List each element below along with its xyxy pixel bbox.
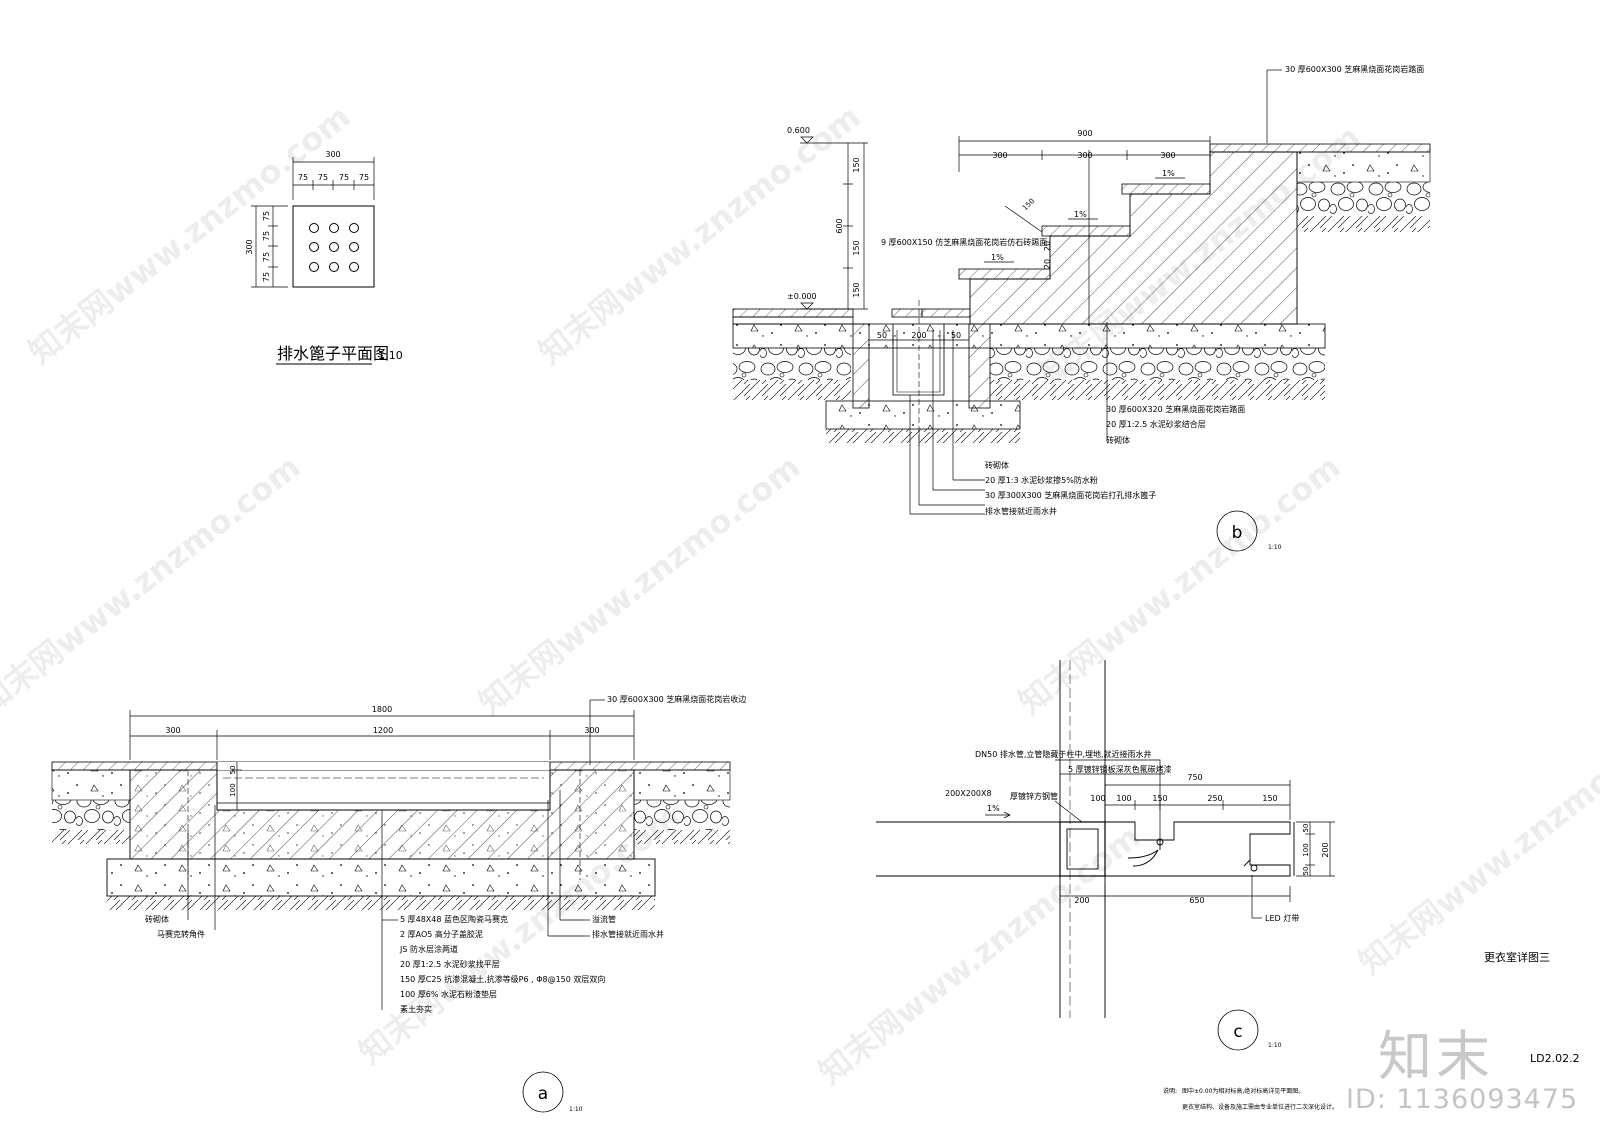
- dim-text: 50: [1302, 867, 1310, 876]
- material-label: DN50 排水管,立管隐藏于柱中,埋地,就近接雨水井: [975, 749, 1152, 759]
- dim-text: 50: [951, 331, 961, 340]
- dim-text: 300: [325, 150, 340, 159]
- material-label: 200X200X8: [945, 789, 992, 798]
- dim-text: 200: [911, 331, 926, 340]
- dim-text: 75: [339, 173, 349, 182]
- material-label: 30 厚600X300 芝麻黑烧面花岗岩收边: [607, 694, 746, 704]
- dim-text: 900: [1077, 129, 1092, 138]
- dim-text: 75: [359, 173, 369, 182]
- material-note: 30 厚600X320 芝麻黑烧面花岗岩踏面: [1106, 404, 1245, 414]
- dim-text: 300: [245, 239, 254, 254]
- material-note: 砖砌体: [985, 460, 1009, 470]
- material-label: 5 厚镀锌钢板深灰色氟碳烤漆: [1068, 764, 1172, 774]
- elevation-label: 0.600: [787, 126, 810, 135]
- dim-text: 300: [584, 726, 599, 735]
- dim-text: 20: [1043, 241, 1052, 251]
- material-note: 30 厚300X300 芝麻黑烧面花岗岩打孔排水篦子: [985, 490, 1156, 500]
- grate-holes: [309, 223, 359, 272]
- material-note: 150 厚C25 抗渗混凝土,抗渗等级P6 , Φ8@150 双层双向: [400, 974, 605, 984]
- drawing-title: 排水篦子平面图: [277, 344, 389, 363]
- dim-text: 1200: [373, 726, 393, 735]
- dim-text: 150: [1262, 794, 1277, 803]
- dim-text: 650: [1189, 896, 1204, 905]
- dim-text: 50: [877, 331, 887, 340]
- dim-text: 200: [1074, 896, 1089, 905]
- dim-text: 100: [1090, 794, 1105, 803]
- drawing-title: 更衣室详图三: [1484, 950, 1550, 964]
- drawing-scale: 1:10: [569, 1106, 583, 1113]
- dim-text: 200: [1321, 842, 1330, 857]
- dim-text: 75: [262, 272, 271, 282]
- dim-text: 150: [852, 157, 861, 172]
- drawing-scale: 1:10: [378, 349, 403, 362]
- material-label: 厚镀锌方钢管: [1010, 791, 1058, 801]
- dim-text: 300: [165, 726, 180, 735]
- dim-text: 50: [1302, 824, 1310, 833]
- dim-text: 75: [298, 173, 308, 182]
- dim-text: 750: [1187, 773, 1202, 782]
- material-note: 砖砌体: [1106, 435, 1130, 445]
- material-note: JS 防水层涂两道: [399, 944, 458, 954]
- material-note: 2 厚AO5 高分子盖胶泥: [400, 929, 483, 939]
- dim-text: 150: [852, 240, 861, 255]
- detail-a: 1800 300 1200 300 50 100 30 厚600X300 芝麻黑…: [51, 694, 746, 1113]
- dim-text: 150: [852, 282, 861, 297]
- slope-label: 1%: [1074, 210, 1087, 219]
- material-note: 排水管接就近雨水井: [985, 506, 1057, 516]
- callout-letter: c: [1233, 1022, 1242, 1042]
- elevation-label: ±0.000: [787, 292, 817, 301]
- material-note: 100 厚6% 水泥石粉渣垫层: [400, 989, 497, 999]
- material-note: 20 厚1:2.5 水泥砂浆结合层: [1106, 419, 1206, 429]
- dim-text: 300: [1077, 151, 1092, 160]
- material-label: 9 厚600X150 仿芝麻黑烧面花岗岩仿石砖踢面: [881, 237, 1047, 247]
- dim-text: 300: [1160, 151, 1175, 160]
- dim-text: 75: [318, 173, 328, 182]
- dim-text: 75: [262, 252, 271, 262]
- brand-logo-text: 知末: [1378, 1025, 1494, 1088]
- general-notes: 说明: 图中±0.00为相对标高,绝对标高详见平面图。 更衣室结构、设备及施工需…: [1163, 1087, 1338, 1111]
- material-note: 素土夯实: [400, 1004, 432, 1014]
- grate-outline: [292, 205, 375, 288]
- dim-text: 100: [1302, 843, 1310, 856]
- material-label: 30 厚600X300 芝麻黑烧面花岗岩踏面: [1285, 64, 1424, 74]
- notes-line: 更衣室结构、设备及施工需由专业单位进行二次深化设计。: [1182, 1103, 1338, 1111]
- dim-text: 300: [992, 151, 1007, 160]
- drawing-scale: 1:10: [1268, 1042, 1282, 1049]
- dim-text: 75: [262, 231, 271, 241]
- detail-b: 0.600 ±0.000 150 600 150 150 900 300 300…: [732, 64, 1431, 552]
- sheet-code: LD2.02.2: [1530, 1052, 1580, 1065]
- material-note: 马赛克转角件: [157, 929, 205, 939]
- dim-text: 100: [229, 783, 237, 796]
- dim-text: 1800: [372, 705, 392, 714]
- grate-plan: 300 75 75 75 75 300 75 75 75 75 排水篦子平面图 …: [245, 150, 403, 365]
- material-note: 20 厚1:2.5 水泥砂浆找平层: [400, 959, 500, 969]
- dim-text: 250: [1207, 794, 1222, 803]
- slope-label: 1%: [1162, 169, 1175, 178]
- dim-text: 100: [1116, 794, 1131, 803]
- slope-label: 1%: [991, 253, 1004, 262]
- brand-id-text: ID: 1136093475: [1346, 1084, 1579, 1115]
- dim-text: 75: [262, 211, 271, 221]
- material-note: 20 厚1:3 水泥砂浆掺5%防水粉: [985, 475, 1098, 485]
- callout-circle: [1216, 510, 1258, 552]
- callout-circle: [1217, 1009, 1259, 1051]
- notes-line: 图中±0.00为相对标高,绝对标高详见平面图。: [1182, 1087, 1304, 1095]
- material-note: 溢流管: [592, 914, 616, 924]
- notes-heading: 说明:: [1163, 1087, 1177, 1095]
- dim-text: 20: [1043, 259, 1052, 269]
- drawing-scale: 1:10: [1268, 544, 1282, 551]
- material-note: 排水管接就近雨水井: [592, 929, 664, 939]
- slope-label: 1%: [987, 804, 1000, 813]
- detail-c: 750 100 100 150 250 150 50 100 50 200 20…: [876, 660, 1550, 1051]
- callout-letter: a: [538, 1084, 548, 1104]
- material-note: 砖砌体: [145, 914, 169, 924]
- dim-text: 50: [229, 766, 237, 775]
- material-note: 5 厚48X48 蓝色区陶瓷马赛克: [400, 914, 508, 924]
- callout-letter: b: [1232, 523, 1243, 543]
- dim-text: 150: [1021, 197, 1036, 212]
- dim-text: 600: [835, 218, 844, 233]
- material-label: LED 灯带: [1265, 913, 1299, 923]
- callout-circle: [522, 1071, 564, 1113]
